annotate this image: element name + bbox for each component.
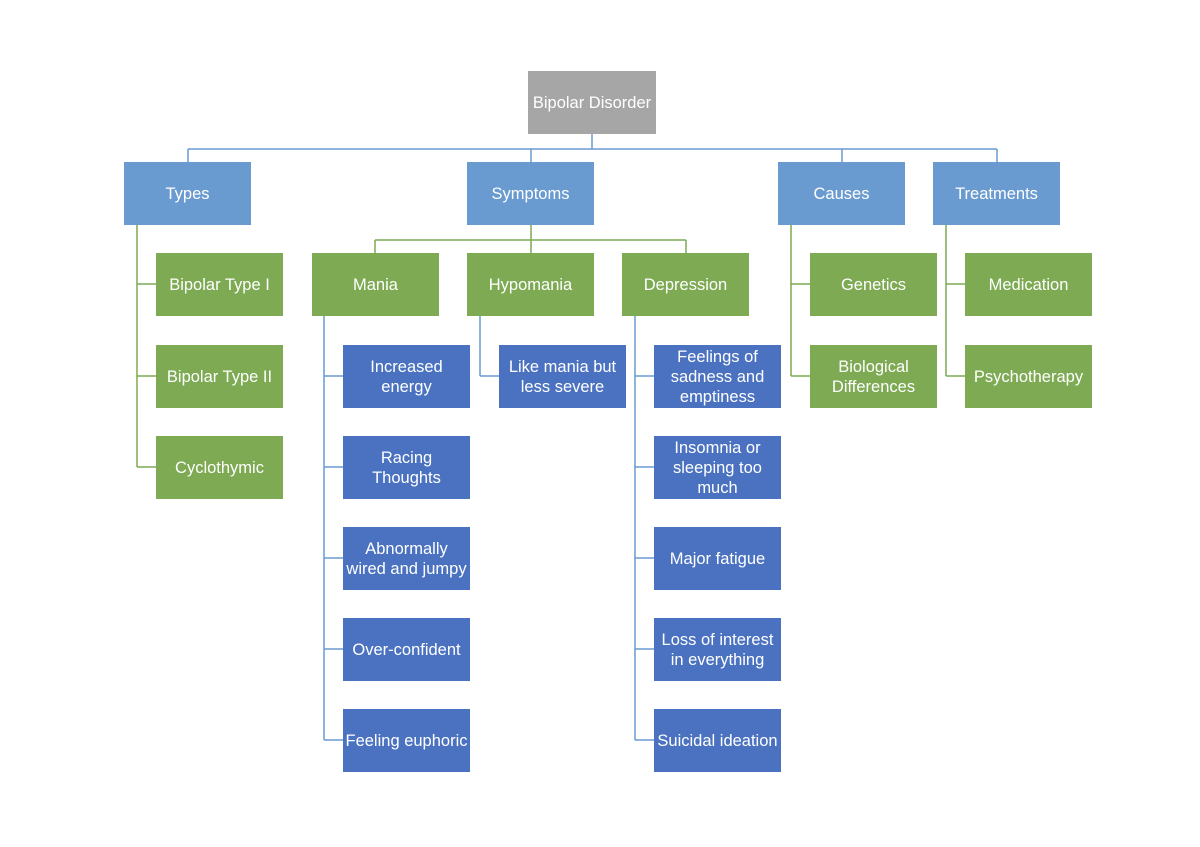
mania-item-wired-and-jumpy: Abnormally wired and jumpy — [343, 527, 470, 590]
types-item-cyclothymic: Cyclothymic — [156, 436, 283, 499]
depression-item-sadness: Feelings of sadness and emptiness — [654, 345, 781, 408]
symptom-group-hypomania: Hypomania — [467, 253, 594, 316]
hypomania-item-less-severe: Like mania but less severe — [499, 345, 626, 408]
causes-item-genetics: Genetics — [810, 253, 937, 316]
symptom-group-depression: Depression — [622, 253, 749, 316]
causes-item-biological-differences: Biological Differences — [810, 345, 937, 408]
treatments-item-psychotherapy: Psychotherapy — [965, 345, 1092, 408]
mania-item-increased-energy: Increased energy — [343, 345, 470, 408]
mania-item-over-confident: Over-confident — [343, 618, 470, 681]
types-item-bipolar-type-2: Bipolar Type II — [156, 345, 283, 408]
depression-item-loss-of-interest: Loss of interest in everything — [654, 618, 781, 681]
mania-item-racing-thoughts: Racing Thoughts — [343, 436, 470, 499]
treatments-item-medication: Medication — [965, 253, 1092, 316]
depression-item-major-fatigue: Major fatigue — [654, 527, 781, 590]
depression-item-suicidal-ideation: Suicidal ideation — [654, 709, 781, 772]
root-node: Bipolar Disorder — [528, 71, 656, 134]
category-types: Types — [124, 162, 251, 225]
category-treatments: Treatments — [933, 162, 1060, 225]
depression-item-insomnia: Insomnia or sleeping too much — [654, 436, 781, 499]
symptom-group-mania: Mania — [312, 253, 439, 316]
types-item-bipolar-type-1: Bipolar Type I — [156, 253, 283, 316]
mania-item-feeling-euphoric: Feeling euphoric — [343, 709, 470, 772]
category-causes: Causes — [778, 162, 905, 225]
category-symptoms: Symptoms — [467, 162, 594, 225]
